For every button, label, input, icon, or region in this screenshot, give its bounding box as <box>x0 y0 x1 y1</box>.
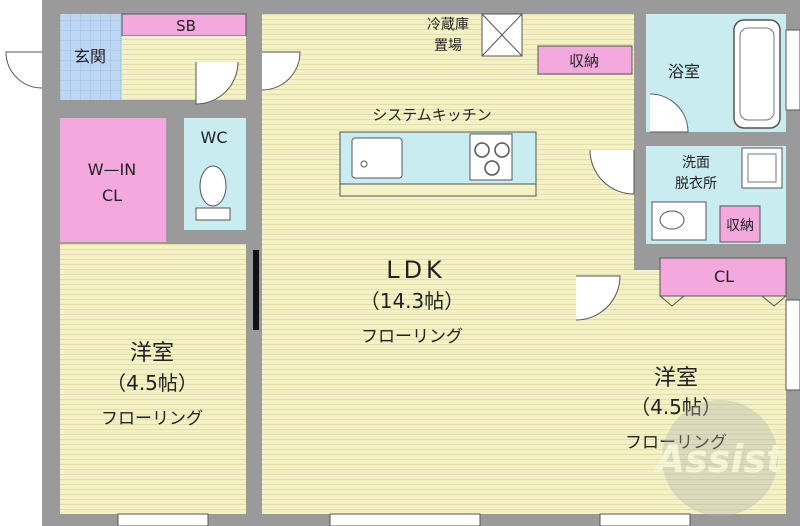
burner-1 <box>474 142 490 158</box>
storage-top <box>537 45 633 75</box>
label-left-room-size: （4.5帖） <box>106 371 198 395</box>
label-storage-top: 収納 <box>569 52 599 70</box>
stove <box>469 133 513 181</box>
label-right-room-name: 洋室 <box>654 366 698 391</box>
storage-wash <box>719 205 761 243</box>
label-fridge-1: 冷蔵庫 <box>427 16 469 33</box>
label-left-room-name: 洋室 <box>130 341 174 366</box>
right-bedroom-door <box>575 275 621 321</box>
ldk-room <box>262 14 634 514</box>
label-walkin-2: CL <box>102 186 122 205</box>
label-washroom-2: 脱衣所 <box>675 176 717 192</box>
label-fridge-2: 置場 <box>434 38 462 54</box>
kitchen-base <box>339 183 537 197</box>
washroom-door <box>589 149 635 195</box>
label-left-room-floor: フローリング <box>101 409 203 429</box>
toilet-tank <box>195 207 231 221</box>
wc-door <box>195 61 239 105</box>
watermark-logo: Assist <box>653 400 786 516</box>
kitchen-sink <box>351 137 403 179</box>
wash-bowl <box>659 210 685 230</box>
bathtub-inner <box>739 27 775 121</box>
right-bedroom <box>576 270 786 514</box>
hall-door <box>261 51 301 91</box>
left-bedroom <box>60 244 246 514</box>
label-right-room-floor: フローリング <box>625 433 727 453</box>
fridge-cross-2 <box>481 13 523 57</box>
label-right-room-size: （4.5帖） <box>630 395 722 419</box>
label-right-closet: CL <box>714 267 734 286</box>
watermark-text: Assist <box>653 437 786 481</box>
label-ldk-size: （14.3帖） <box>360 289 465 313</box>
genkan-area <box>60 14 122 100</box>
label-wc: WC <box>201 128 228 147</box>
window-right-room <box>785 299 800 391</box>
label-sb: SB <box>176 17 196 35</box>
label-walkin-1: W—IN <box>88 160 137 179</box>
burner-3 <box>484 160 500 176</box>
label-bath: 浴室 <box>668 62 700 81</box>
label-ldk-name: LDK <box>386 256 446 284</box>
label-storage-wash: 収納 <box>726 218 754 234</box>
window-left-bottom <box>117 513 209 526</box>
burner-2 <box>494 142 510 158</box>
label-washroom-1: 洗面 <box>682 155 710 171</box>
right-closet <box>659 257 787 297</box>
sink-drain <box>360 160 368 168</box>
label-system-kitchen: システムキッチン <box>372 106 492 124</box>
bathtub <box>733 19 781 129</box>
window-right-bottom <box>599 513 691 526</box>
washing-machine-inner <box>747 153 777 183</box>
right-closet-hinges <box>659 295 787 307</box>
toilet-bowl <box>199 165 227 207</box>
wash-basin <box>651 201 707 241</box>
bath-door <box>649 93 689 133</box>
entrance-door <box>5 51 43 89</box>
label-ldk-floor: フローリング <box>361 327 463 347</box>
label-genkan: 玄関 <box>74 47 106 66</box>
window-center-bottom <box>329 513 481 526</box>
window-bath <box>785 29 800 111</box>
washing-machine-space <box>741 147 783 189</box>
walkin-closet <box>60 118 166 242</box>
